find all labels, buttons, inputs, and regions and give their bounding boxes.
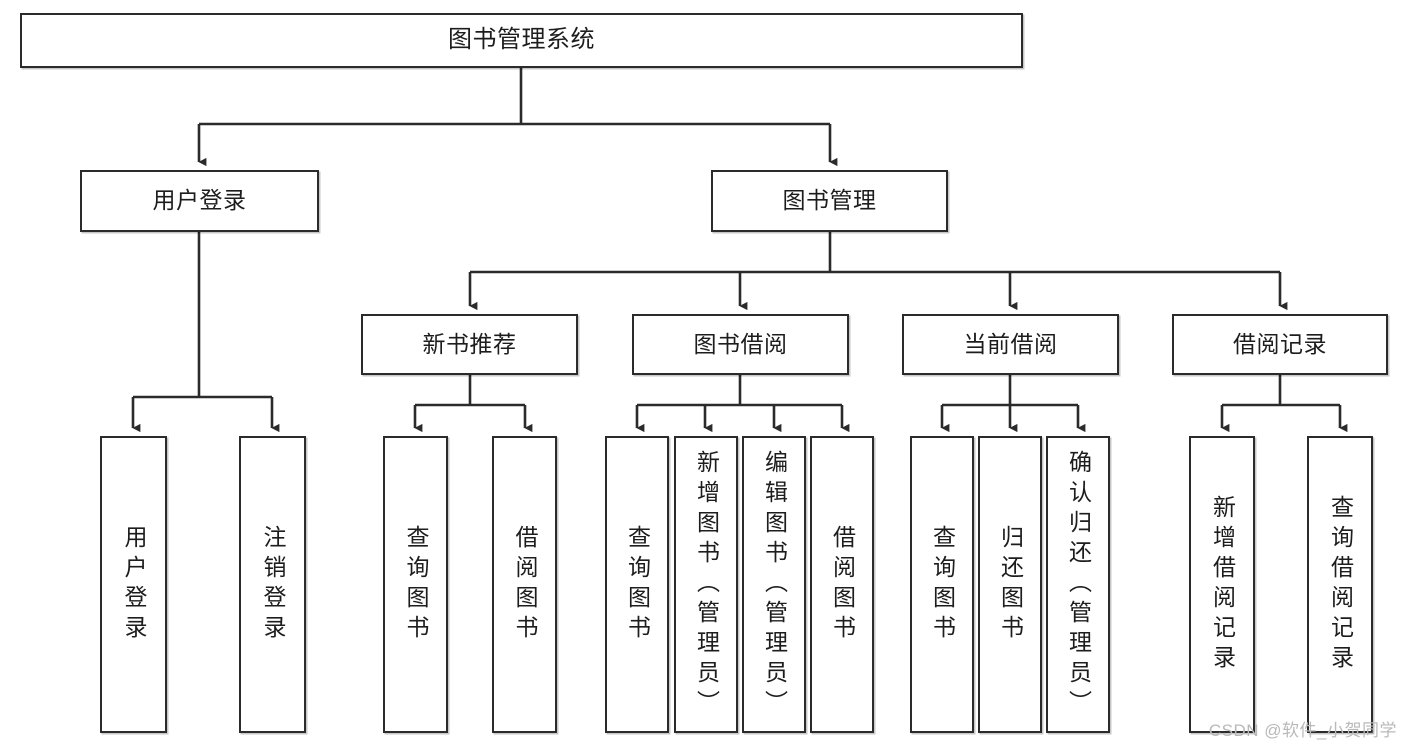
- node-root-system[interactable]: 图书管理系统: [20, 13, 1023, 68]
- node-label: 图书管理: [782, 187, 877, 214]
- node-label: 编辑图书（管理员）: [761, 449, 788, 720]
- node-label: 图书借阅: [693, 330, 788, 357]
- node-label: 新书推荐: [422, 330, 517, 357]
- node-label: 查询借阅记录: [1327, 494, 1354, 675]
- node-label: 借阅图书: [829, 524, 856, 645]
- node-label: 用户登录: [152, 187, 247, 214]
- node-current-borrow[interactable]: 当前借阅: [902, 314, 1119, 375]
- leaf-query-borrow-record[interactable]: 查询借阅记录: [1307, 436, 1373, 733]
- node-label: 查询图书: [403, 524, 429, 645]
- node-borrow-record[interactable]: 借阅记录: [1172, 314, 1388, 375]
- leaf-edit-book-admin[interactable]: 编辑图书（管理员）: [742, 436, 806, 733]
- leaf-borrow-book-borrow[interactable]: 借阅图书: [810, 436, 874, 733]
- node-label: 借阅图书: [512, 524, 538, 645]
- leaf-return-book[interactable]: 归还图书: [978, 436, 1042, 733]
- node-label: 当前借阅: [963, 330, 1058, 357]
- leaf-user-login[interactable]: 用户登录: [100, 436, 167, 733]
- leaf-query-book-current[interactable]: 查询图书: [910, 436, 974, 733]
- leaf-add-book-admin[interactable]: 新增图书（管理员）: [674, 436, 738, 733]
- node-label: 图书管理系统: [448, 26, 595, 54]
- node-user-login[interactable]: 用户登录: [80, 170, 319, 232]
- node-book-borrow[interactable]: 图书借阅: [632, 314, 849, 375]
- node-label: 查询图书: [624, 524, 651, 645]
- leaf-query-book-borrow[interactable]: 查询图书: [605, 436, 669, 733]
- node-label: 借阅记录: [1233, 330, 1327, 357]
- leaf-add-borrow-record[interactable]: 新增借阅记录: [1189, 436, 1255, 733]
- node-label: 归还图书: [997, 524, 1024, 645]
- leaf-confirm-return-admin[interactable]: 确认归还（管理员）: [1046, 436, 1110, 733]
- node-book-manage[interactable]: 图书管理: [711, 170, 948, 232]
- leaf-borrow-book-recommend[interactable]: 借阅图书: [492, 436, 557, 733]
- node-new-book-recommend[interactable]: 新书推荐: [361, 314, 578, 375]
- leaf-query-book-recommend[interactable]: 查询图书: [383, 436, 448, 733]
- node-label: 用户登录: [121, 524, 147, 645]
- node-label: 新增图书（管理员）: [693, 449, 720, 720]
- node-label: 确认归还（管理员）: [1065, 449, 1092, 720]
- node-label: 注销登录: [260, 524, 286, 645]
- node-label: 查询图书: [929, 524, 956, 645]
- leaf-logout-login[interactable]: 注销登录: [239, 436, 306, 733]
- node-label: 新增借阅记录: [1209, 494, 1236, 675]
